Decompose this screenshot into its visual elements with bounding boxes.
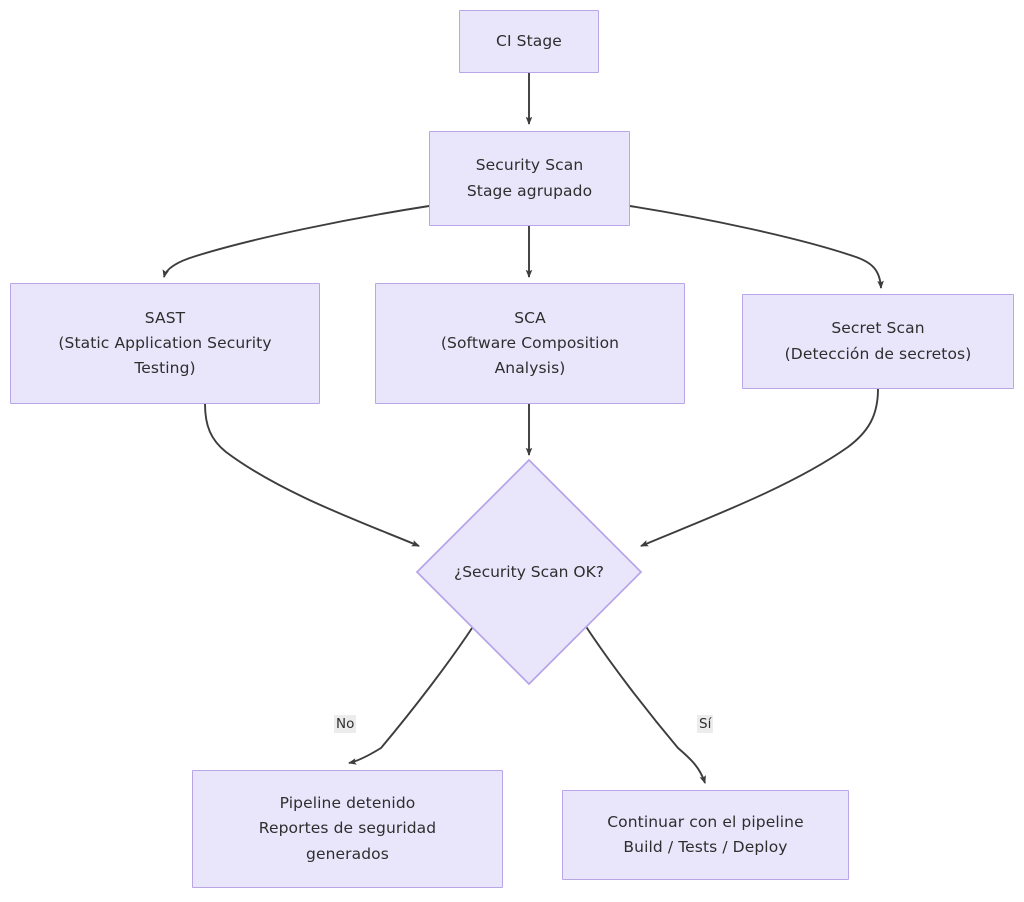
edge-label-si-text: Sí — [699, 716, 712, 732]
node-sast-label: SAST (Static Application Security Testin… — [58, 308, 272, 378]
diamond-shape — [415, 458, 643, 686]
edge-label-si: Sí — [697, 715, 714, 734]
edge-label-no-text: No — [336, 716, 355, 732]
node-secret-scan[interactable]: Secret Scan (Detección de secretos) — [742, 294, 1014, 389]
node-ci-stage[interactable]: CI Stage — [459, 10, 599, 73]
node-secret-scan-label: Secret Scan (Detección de secretos) — [784, 319, 972, 363]
node-pipeline-continue-label: Continuar con el pipeline Build / Tests … — [607, 812, 804, 856]
node-sca[interactable]: SCA (Software Composition Analysis) — [375, 283, 685, 404]
node-security-scan-stage-label: Security Scan Stage agrupado — [466, 156, 593, 200]
edge-label-no: No — [334, 715, 357, 734]
edge-security-scan-to-secret-scan — [629, 205, 884, 289]
node-pipeline-stopped-label: Pipeline detenido Reportes de seguridad … — [258, 794, 437, 863]
node-decision-label: ¿Security Scan OK? — [453, 563, 604, 581]
node-security-scan-stage[interactable]: Security Scan Stage agrupado — [429, 131, 630, 226]
edge-sast-to-decision — [204, 403, 420, 547]
node-ci-stage-label: CI Stage — [496, 31, 562, 50]
edge-security-scan-to-sast — [162, 205, 430, 278]
edge-secret-scan-to-decision — [640, 388, 879, 547]
node-pipeline-stopped[interactable]: Pipeline detenido Reportes de seguridad … — [192, 770, 503, 888]
node-sast[interactable]: SAST (Static Application Security Testin… — [10, 283, 320, 404]
node-pipeline-continue[interactable]: Continuar con el pipeline Build / Tests … — [562, 790, 849, 880]
node-sca-label: SCA (Software Composition Analysis) — [440, 308, 620, 378]
node-decision[interactable]: ¿Security Scan OK? — [414, 457, 644, 687]
